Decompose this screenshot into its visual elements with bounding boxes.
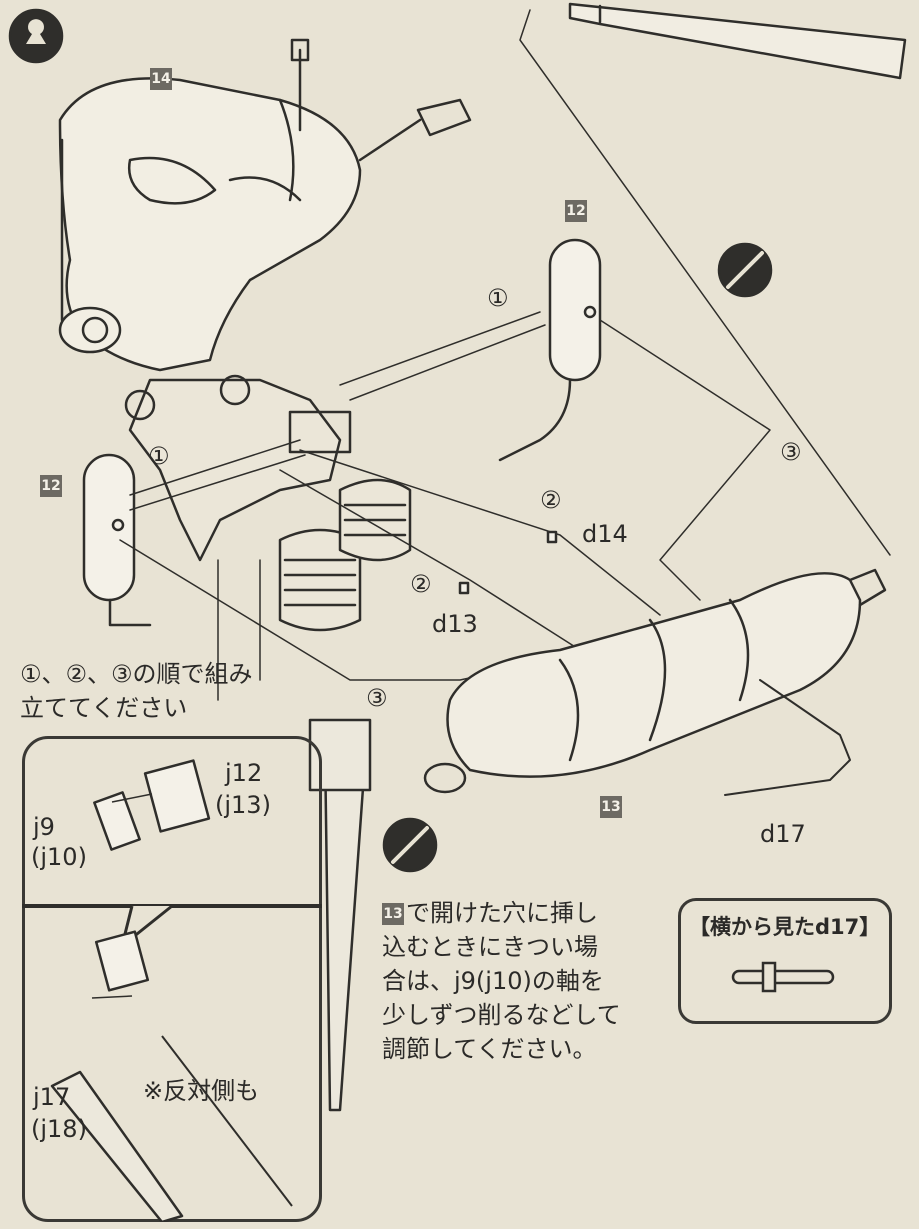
label-j10: (j10) bbox=[31, 843, 87, 871]
tip-note-line-3: 合は、j9(j10)の軸を bbox=[382, 967, 604, 995]
d17-side-view-icon bbox=[731, 961, 835, 993]
glue-prohibited-icon bbox=[717, 242, 773, 298]
order-mark-3-left: ③ bbox=[366, 684, 388, 712]
label-d13: d13 bbox=[432, 610, 478, 638]
step-number-13: 13 bbox=[600, 796, 622, 818]
label-d17: d17 bbox=[760, 820, 806, 848]
opposite-side-note: ※反対側も bbox=[143, 1077, 260, 1105]
step-number-14: 14 bbox=[150, 68, 172, 90]
assembly-order-line-1: ①、②、③の順で組み bbox=[20, 660, 253, 688]
label-j12: j12 bbox=[225, 759, 263, 787]
label-j9: j9 bbox=[33, 813, 55, 841]
order-mark-3-right: ③ bbox=[780, 438, 802, 466]
label-d14: d14 bbox=[582, 520, 628, 548]
assembly-order-line-2: 立ててください bbox=[20, 694, 188, 722]
order-mark-2-upper: ② bbox=[540, 486, 562, 514]
detail-inset-art bbox=[22, 759, 322, 1222]
label-j13: (j13) bbox=[215, 791, 271, 819]
side-view-title: 【横から見たd17】 bbox=[689, 915, 881, 939]
order-mark-2-lower: ② bbox=[410, 570, 432, 598]
tip-note-badge: 13 bbox=[382, 903, 404, 925]
step-number-12-right: 12 bbox=[565, 200, 587, 222]
label-j17: j17 bbox=[33, 1083, 71, 1111]
order-mark-1-right: ① bbox=[487, 284, 509, 312]
detail-inset: j12 (j13) j9 (j10) j17 (j18) ※反対側も bbox=[22, 736, 322, 1222]
tip-note-line-5: 調節してください。 bbox=[382, 1035, 597, 1063]
tip-note-line-2: 込むときにきつい場 bbox=[382, 933, 598, 961]
side-view-box: 【横から見たd17】 bbox=[678, 898, 892, 1024]
tip-note-line-4: 少しずつ削るなどして bbox=[382, 1001, 621, 1029]
main-body bbox=[58, 38, 472, 632]
order-mark-1-left: ① bbox=[148, 442, 170, 470]
step-number-12-left: 12 bbox=[40, 475, 62, 497]
step-marker-icon bbox=[8, 8, 64, 64]
propellant-tank bbox=[423, 568, 887, 794]
glue-prohibited-icon-2 bbox=[382, 817, 438, 873]
label-j18: (j18) bbox=[31, 1115, 87, 1143]
